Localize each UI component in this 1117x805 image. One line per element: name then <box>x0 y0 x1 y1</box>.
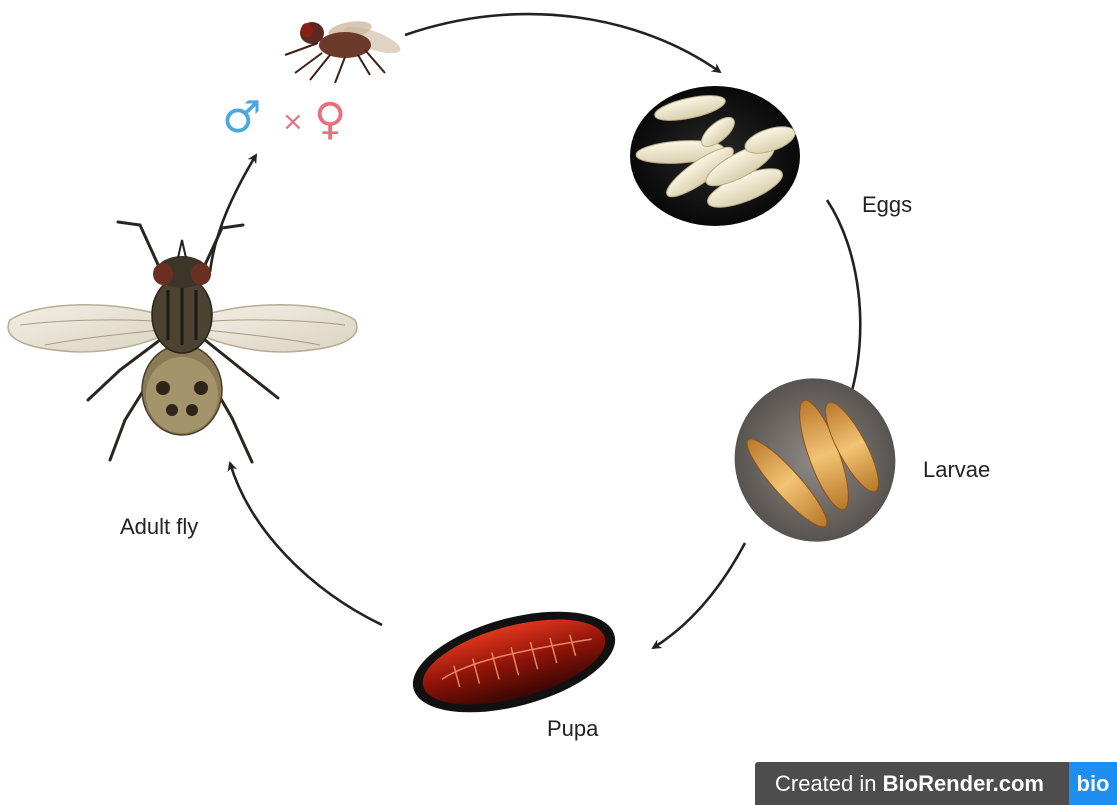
larvae-image <box>708 352 922 568</box>
label-larvae: Larvae <box>923 457 990 483</box>
watermark-prefix: Created in <box>775 771 883 796</box>
label-adult-fly: Adult fly <box>120 514 198 540</box>
label-pupa: Pupa <box>547 716 598 742</box>
eggs-image <box>630 86 800 226</box>
arrow-larvae-to-pupa <box>653 543 745 648</box>
adult-fly-image <box>8 222 357 462</box>
arrow-adult-to-mating <box>210 155 256 272</box>
biorender-watermark[interactable]: Created in BioRender.com bio <box>755 762 1117 805</box>
male-symbol: ♂ <box>222 96 261 140</box>
mating-fly-image <box>285 18 403 83</box>
arrow-pupa-to-adult <box>230 463 382 625</box>
female-symbol: ♀ <box>314 98 346 142</box>
watermark-text: Created in BioRender.com <box>775 771 1044 797</box>
watermark-brand: BioRender.com <box>883 771 1044 796</box>
biorender-logo-icon: bio <box>1069 762 1117 805</box>
pupa-image <box>402 593 626 732</box>
label-eggs: Eggs <box>862 192 912 218</box>
arrow-mating-to-eggs <box>405 14 720 72</box>
times-symbol: × <box>282 104 304 140</box>
arrow-eggs-to-larvae <box>827 200 860 398</box>
